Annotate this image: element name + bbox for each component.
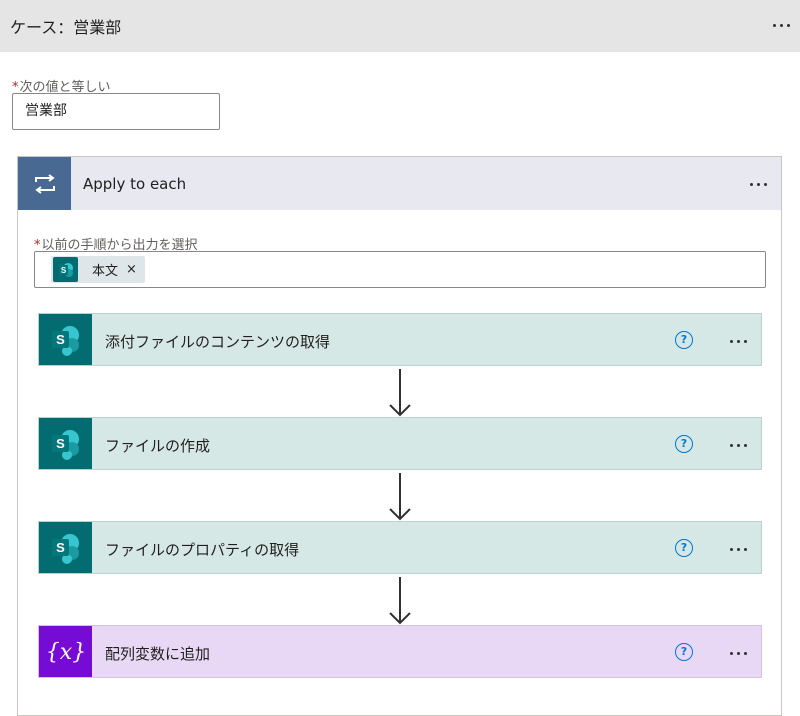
token-label: 本文 [92, 264, 119, 279]
sharepoint-icon: S [53, 257, 78, 282]
loop-icon [18, 157, 71, 210]
arrow-down-icon [389, 369, 411, 417]
action-more-icon[interactable] [730, 652, 747, 655]
sharepoint-icon: S [39, 314, 92, 365]
help-icon[interactable]: ? [675, 331, 693, 349]
apply-to-each-title: Apply to each [83, 175, 187, 193]
required-mark: * [34, 238, 41, 253]
dynamic-content-token[interactable]: S 本文 × [51, 256, 145, 283]
case-more-icon[interactable] [773, 24, 790, 27]
case-header[interactable]: ケース：営業部 [0, 0, 800, 52]
action-title: 添付ファイルのコンテンツの取得 [105, 333, 331, 351]
action-get-attachment-content[interactable]: S 添付ファイルのコンテンツの取得 ? [38, 313, 762, 366]
action-append-to-array-variable[interactable]: {x} 配列変数に追加 ? [38, 625, 762, 678]
action-title: ファイルの作成 [105, 437, 211, 455]
help-icon[interactable]: ? [675, 435, 693, 453]
svg-text:S: S [56, 540, 65, 555]
apply-to-each-card: Apply to each *以前の手順から出力を選択 S 本文 × [17, 156, 782, 716]
apply-more-icon[interactable] [750, 183, 767, 186]
required-mark: * [12, 80, 19, 95]
select-output-input[interactable]: S 本文 × [34, 251, 766, 288]
arrow-down-icon [389, 473, 411, 521]
equals-input[interactable]: 営業部 [12, 93, 220, 130]
action-more-icon[interactable] [730, 340, 747, 343]
help-icon[interactable]: ? [675, 643, 693, 661]
select-output-label: *以前の手順から出力を選択 [34, 234, 198, 253]
variable-icon: {x} [39, 626, 92, 677]
equals-label-text: 次の値と等しい [19, 80, 111, 95]
action-title: 配列変数に追加 [105, 645, 211, 663]
action-title: ファイルのプロパティの取得 [105, 541, 300, 559]
equals-label: *次の値と等しい [12, 76, 111, 95]
svg-text:{x}: {x} [46, 640, 86, 665]
arrow-down-icon [389, 577, 411, 625]
token-remove-icon[interactable]: × [126, 262, 137, 277]
help-icon[interactable]: ? [675, 539, 693, 557]
action-get-file-properties[interactable]: S ファイルのプロパティの取得 ? [38, 521, 762, 574]
action-create-file[interactable]: S ファイルの作成 ? [38, 417, 762, 470]
apply-to-each-header[interactable]: Apply to each [18, 157, 781, 210]
case-title: ケース：営業部 [10, 18, 122, 37]
select-output-label-text: 以前の手順から出力を選択 [41, 238, 198, 253]
svg-text:S: S [56, 332, 65, 347]
svg-text:S: S [60, 266, 66, 275]
sharepoint-icon: S [39, 418, 92, 469]
sharepoint-icon: S [39, 522, 92, 573]
svg-text:S: S [56, 436, 65, 451]
action-more-icon[interactable] [730, 444, 747, 447]
action-more-icon[interactable] [730, 548, 747, 551]
